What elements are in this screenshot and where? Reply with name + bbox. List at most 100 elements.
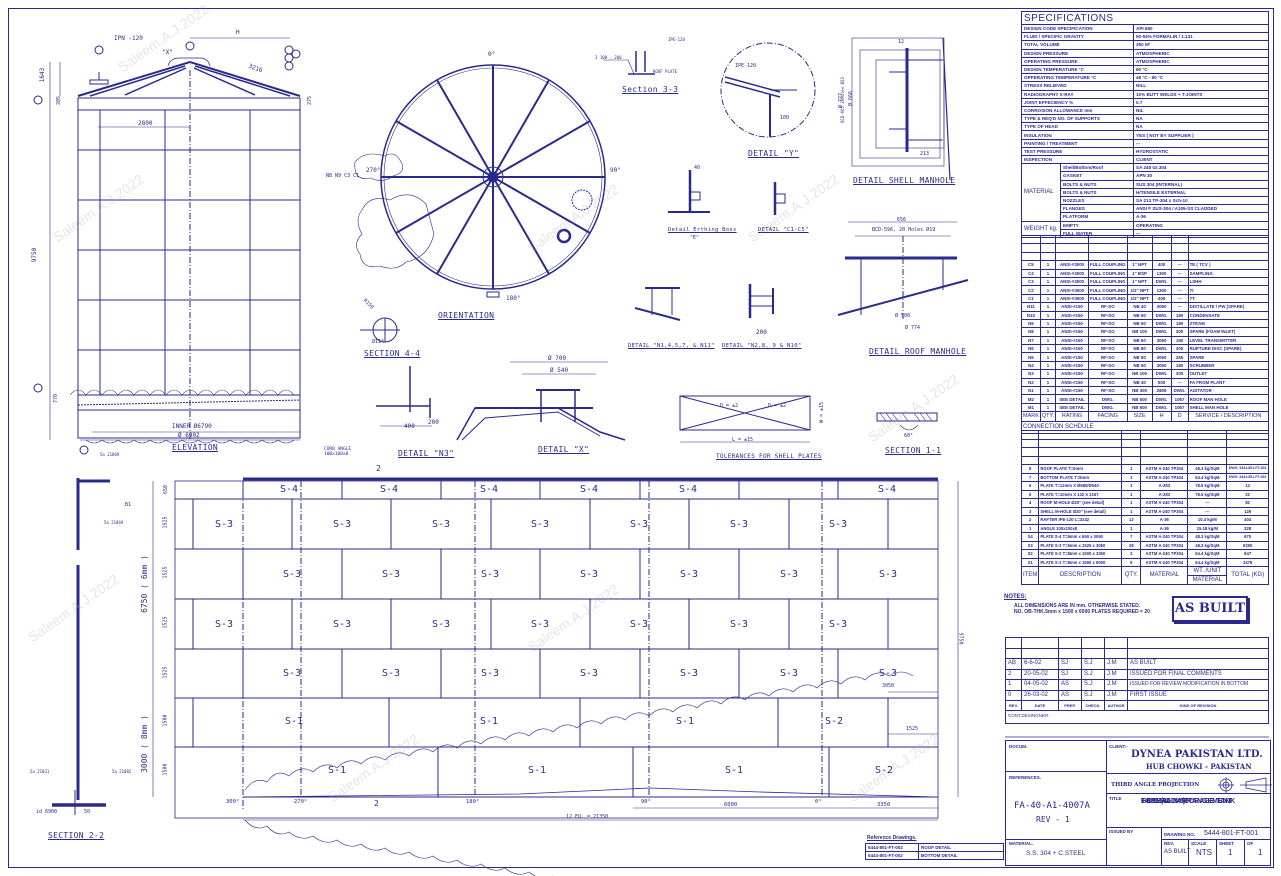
section-33-weld: 3 100 - 200 (595, 55, 622, 60)
spec-value: NILL (1133, 81, 1269, 91)
cell: 400 (1151, 293, 1172, 304)
plate-s3: S-3 (333, 519, 352, 530)
elevation-title: ELEVATION (172, 443, 219, 452)
plate-s3: S-3 (215, 519, 234, 530)
cell: NB 500 (1126, 394, 1153, 404)
cell: 1 (1039, 369, 1057, 379)
section-22-weld3: 5a 21031 (30, 769, 50, 774)
plate-s3: S-3 (481, 569, 500, 580)
cell: NB 50 (1126, 318, 1153, 329)
drawing-border (8, 8, 1274, 868)
cell: S.J (1081, 658, 1105, 670)
cell: DWG. (1088, 394, 1128, 404)
material-value: S.S. 304 + C.STEEL (1026, 850, 1086, 857)
spec-key: INSPECTION (1021, 154, 1134, 165)
third-angle-projection-icon (1218, 777, 1272, 793)
column-header: ITEM (1020, 566, 1040, 585)
cell: STEAM (1187, 318, 1270, 329)
cell: RF-SO (1088, 318, 1128, 329)
cell: 12 (1226, 481, 1269, 491)
cell: 180 (1170, 360, 1189, 371)
cell: 1/2" NPT (1126, 285, 1153, 295)
sheet-label: SHEET (1219, 841, 1235, 846)
cell: DWG. (1151, 394, 1172, 404)
cell: N8 (1021, 327, 1041, 337)
material-value: H/TENSILE EXTERNAL (1133, 187, 1269, 197)
cell: AS (1058, 679, 1082, 691)
x-detail-label: "X" (162, 49, 173, 56)
of-value: 1 (1258, 848, 1263, 857)
plate-s2: S-2 (875, 765, 894, 776)
cell: 1 (1039, 402, 1057, 413)
cell: 1 (1039, 268, 1057, 278)
cell: RF-SO (1088, 310, 1128, 320)
cell: PLATE T=12mm X Ø680/Ø540 (1038, 481, 1123, 491)
specifications-title: SPECIFICATIONS (1021, 11, 1269, 25)
cell: N3 (1021, 369, 1041, 379)
drawing-title-line: FORMALIN STORAGE TANK (1141, 798, 1236, 805)
cell: 48.3 kg/SqM (1187, 464, 1228, 474)
cell: 5 (1020, 489, 1040, 499)
cell: ANSI-#3000 (1055, 293, 1090, 304)
cell: ASTM A-240 TP304 (1140, 498, 1189, 508)
cell: A-283 (1140, 481, 1189, 491)
cell: PLATE T=10mm X 132 X 2167 (1038, 489, 1123, 499)
spec-row: PAINTING / TREATMENT--- (1021, 138, 1269, 148)
cell: AB (1005, 658, 1022, 670)
cell: 300 (1170, 327, 1189, 337)
cell: PLATE S-3 T=6mm x 1525 x 3050 (1038, 540, 1123, 550)
cell: NB 50 (1126, 360, 1153, 371)
reference-drawings-title: Reference Drawings. (867, 835, 917, 841)
spec-value: ATMOSPHERIC (1133, 48, 1269, 58)
cell: 1 (1039, 335, 1057, 346)
material-label: MATERIAL (1021, 163, 1061, 222)
section-22-weld1: 5a 21069 (100, 452, 120, 457)
tolerance-w: W = ±15 (819, 401, 826, 424)
cell: DWG. (1151, 344, 1172, 354)
spec-value: NA (1133, 114, 1269, 124)
material-key: FLANGES (1060, 204, 1134, 214)
row-height-1500a: 1500 (162, 714, 169, 727)
cell: 22 (1226, 489, 1269, 499)
cell: PLATE S-1 T=8mm x 1500 x 6000 (1038, 557, 1123, 567)
cell: 0 (1005, 689, 1022, 701)
divider (1106, 773, 1270, 774)
dim-275: 275 (307, 95, 314, 106)
cell: 6-6-02 (1021, 658, 1059, 670)
plate-s3: S-3 (580, 569, 599, 580)
cell: 4 (1020, 498, 1040, 508)
cell: TI (1187, 285, 1270, 295)
cell: ANSI-#3000 (1055, 276, 1090, 287)
orientation-view (354, 64, 606, 343)
cell: ASTM A-240 TP304 (1140, 557, 1189, 567)
cell: 180 (1170, 318, 1189, 329)
detail-n1-title: DETAIL "N1,4,5,7, & N11" (628, 343, 715, 349)
cell: --- (1170, 268, 1189, 278)
spec-value: ATMOSPHERIC (1133, 56, 1269, 66)
cell: ANSI-#150 (1055, 327, 1090, 337)
cell: 10.4 kg/M (1187, 515, 1228, 525)
cell: ANSI-#150 (1055, 369, 1090, 379)
orientation-title: ORIENTATION (438, 311, 495, 320)
section-33-roof: ROOF PLATE (653, 69, 678, 74)
spec-key: CORROSION ALLOWANCE mm (1021, 105, 1134, 116)
cell: S4 (1020, 532, 1040, 542)
divider (1161, 827, 1163, 865)
section-mark-2: 2 (376, 464, 381, 473)
material-key: BOLTS & NUTS (1060, 179, 1134, 189)
material-key: PLATFORM (1060, 212, 1134, 222)
